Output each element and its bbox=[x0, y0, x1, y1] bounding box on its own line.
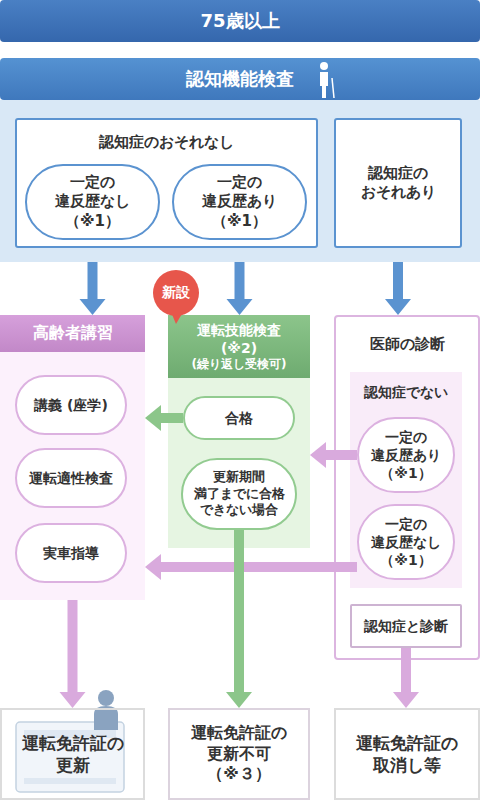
result-box: 認知症の おそれあり bbox=[334, 118, 462, 248]
text-holder: 認知症でない bbox=[350, 372, 462, 412]
text-holder: 運転免許証の 更新不可 （※３） bbox=[170, 710, 308, 798]
text-holder: 75歳以上 bbox=[0, 0, 480, 42]
text-holder: 一定の 違反歴あり （※1） bbox=[174, 166, 305, 238]
license-card bbox=[16, 722, 124, 792]
node-text: 運転免許証の 更新 bbox=[22, 732, 124, 776]
text-holder: 合格 bbox=[185, 398, 293, 438]
arrow-head bbox=[80, 299, 106, 315]
arrow-head bbox=[227, 299, 253, 315]
arrow-head bbox=[385, 299, 411, 315]
node-text: 運転適性検査 bbox=[29, 469, 113, 487]
arrow-shaft bbox=[160, 413, 183, 423]
course-item: 講義 (座学) bbox=[15, 375, 127, 435]
arrow-head bbox=[145, 405, 161, 431]
callout-badge: 新設 bbox=[153, 270, 199, 316]
branch-pill: 一定の 違反歴なし （※1） bbox=[25, 164, 160, 240]
node-text: 更新期間 満了までに合格 できない場合 bbox=[194, 469, 285, 520]
course-item: 実車指導 bbox=[15, 523, 127, 583]
arrow-shaft bbox=[325, 450, 357, 460]
text-holder: 医師の診断 bbox=[336, 317, 478, 373]
text-holder: 実車指導 bbox=[17, 525, 125, 581]
flow-arrow bbox=[310, 442, 357, 468]
node-text: 認知症と診断 bbox=[364, 617, 448, 635]
node-text: 運転免許証の 更新不可 （※３） bbox=[191, 723, 287, 785]
branch-pill: 一定の 違反歴なし （※1） bbox=[357, 504, 455, 580]
result-pill: 更新期間 満了までに合格 できない場合 bbox=[181, 458, 297, 530]
heading-text: 運転技能検査(※2) bbox=[197, 321, 281, 357]
text-holder: 講義 (座学) bbox=[17, 377, 125, 433]
node-text: 一定の 違反歴あり （※1） bbox=[202, 173, 277, 232]
heading-text: 認知機能検査 bbox=[186, 67, 294, 90]
age-band: 75歳以上 bbox=[0, 0, 480, 42]
heading-text: 医師の診断 bbox=[370, 335, 445, 355]
arrow-shaft bbox=[160, 562, 357, 572]
branch-pill: 一定の 違反歴あり （※1） bbox=[357, 417, 455, 493]
course-panel: 高齢者講習講義 (座学) 運転適性検査実車指導 bbox=[0, 315, 145, 600]
node-text: 一定の 違反歴あり （※1） bbox=[371, 428, 441, 483]
test-band: 認知機能検査認知症のおそれなし一定の 違反歴なし （※1） 一定の 違反歴あり （… bbox=[0, 58, 480, 262]
arrow-head bbox=[226, 692, 252, 708]
text-holder: 認知症と診断 bbox=[352, 606, 460, 646]
text-holder: 認知症の おそれあり bbox=[336, 120, 460, 246]
node-text: 運転免許証の 取消し等 bbox=[356, 732, 458, 776]
heading-text: (繰り返し受検可) bbox=[192, 357, 287, 373]
person-head bbox=[98, 690, 114, 706]
node-text: 75歳以上 bbox=[200, 9, 279, 32]
arrow-head bbox=[393, 692, 419, 708]
outcome-box: 運転免許証の 更新不可 （※３） bbox=[168, 708, 310, 800]
heading-text: 認知症のおそれなし bbox=[99, 133, 234, 153]
text-holder: 運転免許証の 更新 bbox=[2, 710, 143, 798]
text-holder: 認知症のおそれなし bbox=[17, 120, 316, 166]
text-holder: 一定の 違反歴なし （※1） bbox=[27, 166, 158, 238]
text-holder: 運転技能検査(※2)(繰り返し受検可) bbox=[168, 315, 310, 378]
diagnosis-result-box: 認知症と診断 bbox=[350, 604, 462, 648]
outcome-box: 運転免許証の 更新 bbox=[0, 708, 145, 800]
outcome-box: 運転免許証の 取消し等 bbox=[334, 708, 480, 800]
text-holder: 認知機能検査 bbox=[0, 58, 480, 100]
card-stripe bbox=[24, 778, 116, 784]
result-pill: 合格 bbox=[183, 396, 295, 440]
node-text: 講義 (座学) bbox=[34, 396, 108, 414]
arrow-head bbox=[60, 692, 86, 708]
flow-arrow bbox=[145, 405, 183, 431]
flow-arrow bbox=[226, 530, 252, 708]
flow-arrow bbox=[60, 600, 86, 708]
node-text: 合格 bbox=[225, 409, 253, 427]
cane bbox=[332, 78, 334, 98]
course-item: 運転適性検査 bbox=[15, 448, 127, 508]
node-text: 実車指導 bbox=[43, 544, 99, 562]
skill-test-panel: 運転技能検査(※2)(繰り返し受検可) 合格更新期間 満了までに合格 できない場合 bbox=[168, 315, 310, 548]
text-holder: 更新期間 満了までに合格 できない場合 bbox=[183, 460, 295, 528]
text-holder: 一定の 違反歴なし （※1） bbox=[359, 506, 453, 578]
text-holder: 運転適性検査 bbox=[17, 450, 125, 506]
heading-text: 認知症でない bbox=[364, 383, 448, 401]
arrow-shaft bbox=[234, 530, 244, 693]
branch-pill: 一定の 違反歴あり （※1） bbox=[172, 164, 307, 240]
arrow-shaft bbox=[401, 648, 411, 693]
node-text: 認知症の おそれあり bbox=[361, 164, 436, 203]
flow-arrow bbox=[393, 648, 419, 708]
node-text: 一定の 違反歴なし （※1） bbox=[55, 173, 130, 232]
person-icon bbox=[320, 62, 334, 98]
arrow-shaft bbox=[68, 600, 78, 693]
text-holder: 運転免許証の 取消し等 bbox=[336, 710, 478, 798]
diagnosis-box: 医師の診断認知症でない一定の 違反歴あり （※1）一定の 違反歴なし （※1）認… bbox=[334, 315, 480, 660]
node-text: 一定の 違反歴なし （※1） bbox=[371, 515, 441, 570]
license-illustration bbox=[16, 690, 124, 792]
flow-arrow bbox=[145, 554, 357, 580]
result-box: 認知症のおそれなし一定の 違反歴なし （※1） 一定の 違反歴あり （※1） bbox=[15, 118, 318, 248]
heading-text: 高齢者講習 bbox=[33, 323, 113, 344]
text-holder: 高齢者講習 bbox=[0, 315, 145, 352]
arrow-head bbox=[310, 442, 326, 468]
text-holder: 一定の 違反歴あり （※1） bbox=[359, 419, 453, 491]
person-body bbox=[320, 72, 328, 98]
not-dementia-group: 認知症でない一定の 違反歴あり （※1） 一定の 違反歴なし （※1） bbox=[350, 372, 462, 588]
person-head bbox=[320, 62, 328, 70]
arrow-head bbox=[145, 554, 161, 580]
